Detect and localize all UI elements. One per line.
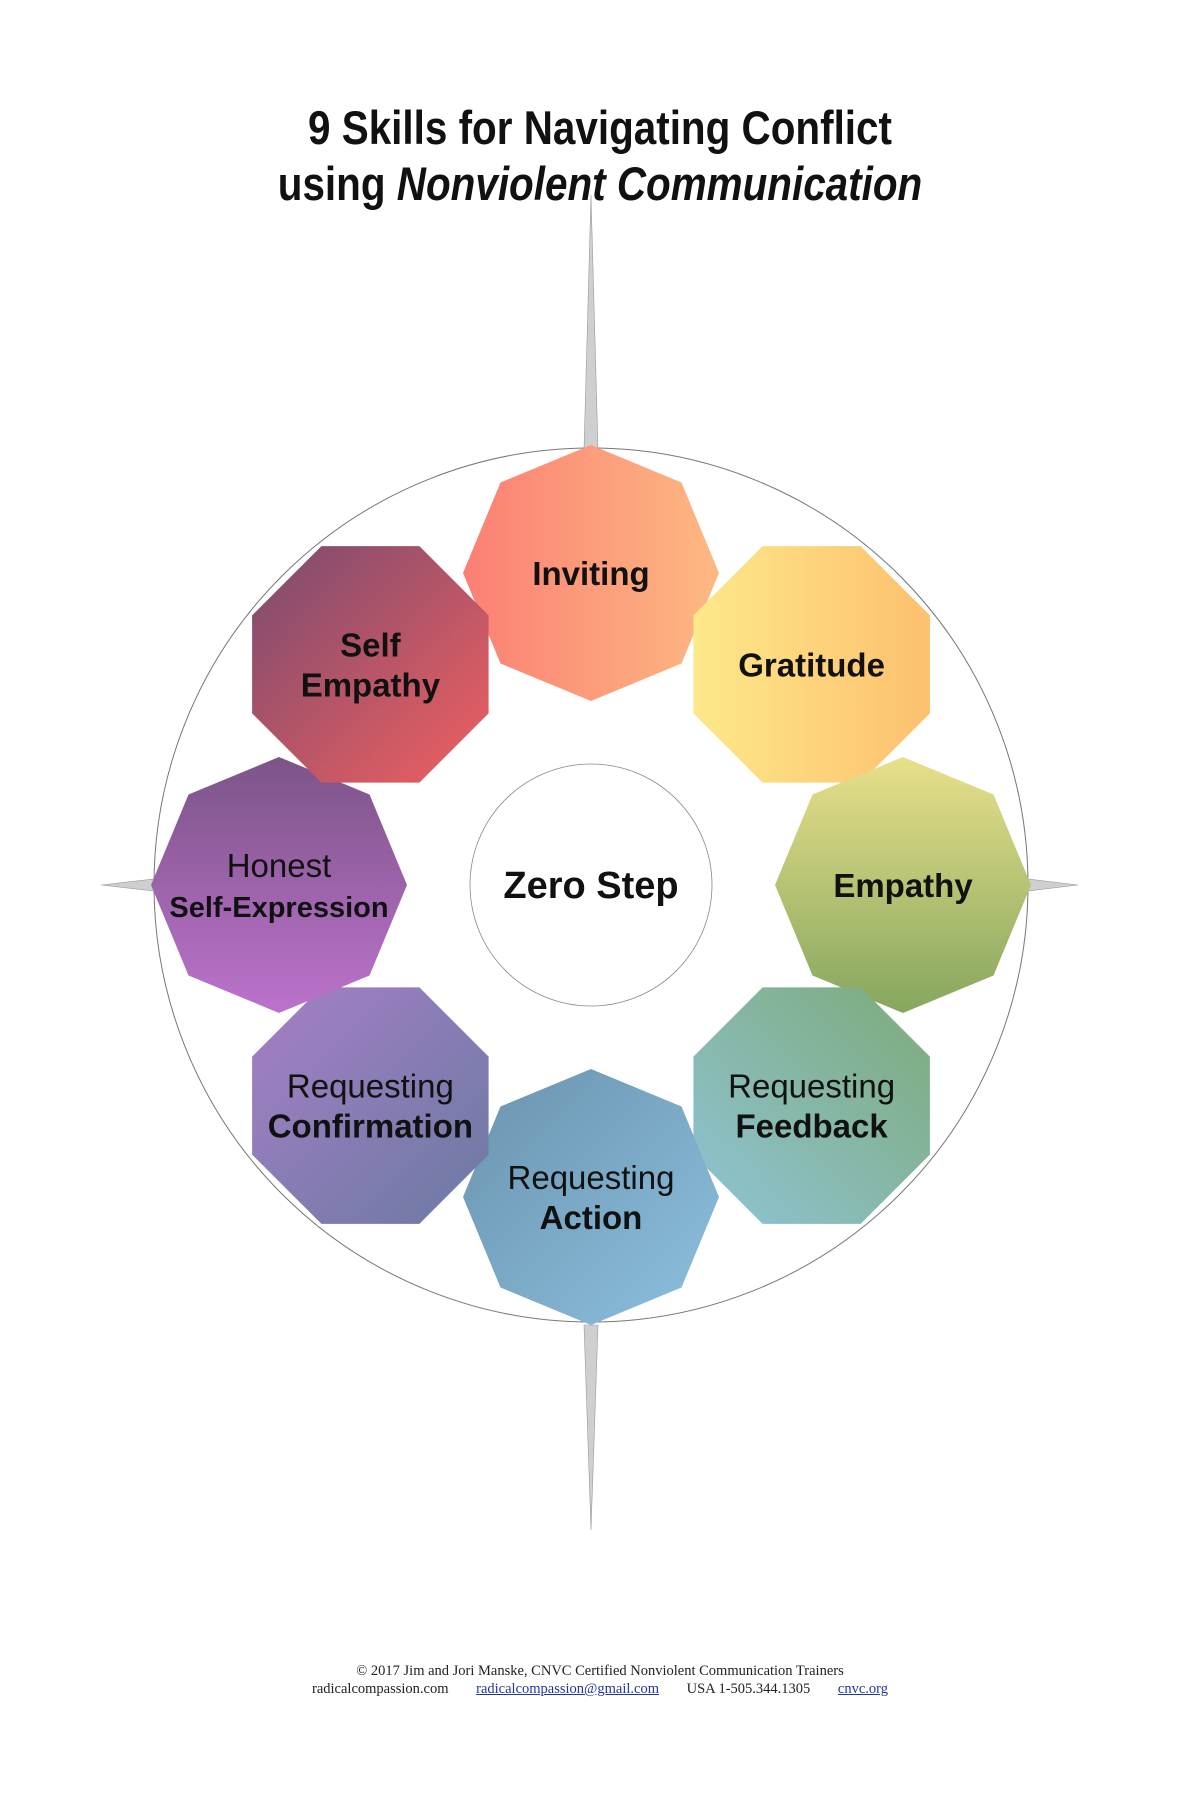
page-title: 9 Skills for Navigating Conflict using N… [0, 100, 1200, 212]
octagon-shape [775, 757, 1031, 1013]
skill-gratitude: Gratitude [693, 546, 930, 783]
skill-label: Self [340, 626, 402, 663]
compass-spike-south [583, 1324, 599, 1531]
cnvc-link[interactable]: cnvc.org [837, 1681, 888, 1697]
skill-label: Requesting [728, 1068, 895, 1105]
skill-label: Honest [227, 847, 332, 884]
skill-label: Feedback [735, 1108, 888, 1145]
skill-label: Confirmation [268, 1108, 473, 1145]
title-italic: Nonviolent Communication [396, 157, 923, 210]
title-line-1: 9 Skills for Navigating Conflict [308, 101, 892, 154]
octagon-shape [693, 546, 930, 783]
skill-label: Requesting [287, 1068, 454, 1105]
octagon-shape [252, 987, 489, 1224]
skill-inviting: Inviting [463, 445, 719, 701]
octagon-shape [252, 546, 489, 783]
compass-spike-west [100, 878, 155, 892]
skill-label: Inviting [532, 555, 649, 592]
skill-label: Gratitude [738, 646, 885, 683]
skill-label: Empathy [301, 666, 441, 703]
footer: © 2017 Jim and Jori Manske, CNVC Certifi… [0, 1662, 1200, 1698]
website: radicalcompassion.com [312, 1681, 449, 1697]
skill-label: Action [540, 1199, 643, 1236]
octagon-shape [151, 757, 407, 1013]
skill-label: Empathy [833, 867, 973, 904]
octagon-shape [463, 445, 719, 701]
compass-spike-north [583, 194, 599, 451]
phone: USA 1-505.344.1305 [686, 1681, 811, 1697]
skill-label: Self-Expression [169, 892, 388, 924]
compass-spike-east [1027, 878, 1079, 892]
zero-step-label: Zero Step [503, 865, 678, 907]
title-line-2: using Nonviolent Communication [84, 156, 1116, 212]
email-link[interactable]: radicalcompassion@gmail.com [476, 1681, 659, 1697]
skill-label: Requesting [508, 1159, 675, 1196]
skill-empathy: Empathy [775, 757, 1031, 1013]
octagon-shape [463, 1069, 719, 1325]
copyright: © 2017 Jim and Jori Manske, CNVC Certifi… [356, 1663, 844, 1679]
title-prefix: using [277, 157, 397, 210]
zero-step-circle [469, 763, 713, 1007]
octagon-shape [693, 987, 930, 1224]
